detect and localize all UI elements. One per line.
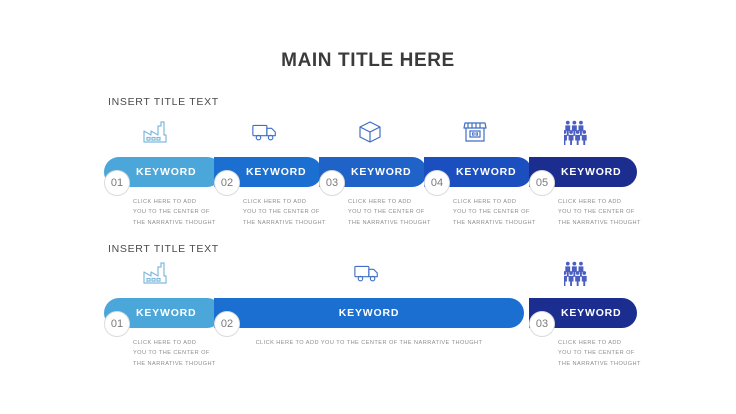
factory-icon xyxy=(133,115,177,149)
store-icon xyxy=(453,115,497,149)
step-number-1-3[interactable]: 03 xyxy=(319,170,345,196)
process-bar-label: KEYWORD xyxy=(351,166,412,178)
process-row-2: KEYWORD 01 CLICK HERE TO ADD YOU TO THE … xyxy=(0,256,736,376)
people-icon xyxy=(558,115,602,149)
section-heading-2: INSERT TITLE TEXT xyxy=(108,243,219,255)
process-bar-2-2[interactable]: KEYWORD xyxy=(214,298,524,328)
page-title: MAIN TITLE HERE xyxy=(281,50,455,71)
process-bar-label: KEYWORD xyxy=(136,307,197,319)
process-description-1-3: CLICK HERE TO ADD YOU TO THE CENTER OF T… xyxy=(348,199,431,226)
process-description-1-4: CLICK HERE TO ADD YOU TO THE CENTER OF T… xyxy=(453,199,536,226)
step-number-2-2[interactable]: 02 xyxy=(214,311,240,337)
step-number-1-4[interactable]: 04 xyxy=(424,170,450,196)
process-description-1-5: CLICK HERE TO ADD YOU TO THE CENTER OF T… xyxy=(558,199,641,226)
step-number-1-2[interactable]: 02 xyxy=(214,170,240,196)
step-number-2-3[interactable]: 03 xyxy=(529,311,555,337)
people-icon xyxy=(558,256,602,290)
process-description-2-2: CLICK HERE TO ADD YOU TO THE CENTER OF T… xyxy=(255,340,483,346)
process-description-1-2: CLICK HERE TO ADD YOU TO THE CENTER OF T… xyxy=(243,199,326,226)
process-bar-label: KEYWORD xyxy=(456,166,517,178)
step-number-2-1[interactable]: 01 xyxy=(104,311,130,337)
process-description-1-1: CLICK HERE TO ADD YOU TO THE CENTER OF T… xyxy=(133,199,216,226)
factory-icon xyxy=(133,256,177,290)
process-description-2-1: CLICK HERE TO ADD YOU TO THE CENTER OF T… xyxy=(133,340,216,367)
process-bar-label: KEYWORD xyxy=(561,166,622,178)
truck-icon xyxy=(243,115,287,149)
step-number-1-5[interactable]: 05 xyxy=(529,170,555,196)
truck-icon xyxy=(345,256,389,290)
box-icon xyxy=(348,115,392,149)
process-row-1: KEYWORD 01 CLICK HERE TO ADD YOU TO THE … xyxy=(0,115,736,235)
process-bar-label: KEYWORD xyxy=(136,166,197,178)
process-bar-label: KEYWORD xyxy=(246,166,307,178)
process-bar-label: KEYWORD xyxy=(561,307,622,319)
process-bar-label: KEYWORD xyxy=(338,307,400,319)
section-heading-1: INSERT TITLE TEXT xyxy=(108,96,219,108)
step-number-1-1[interactable]: 01 xyxy=(104,170,130,196)
process-description-2-3: CLICK HERE TO ADD YOU TO THE CENTER OF T… xyxy=(558,340,641,367)
